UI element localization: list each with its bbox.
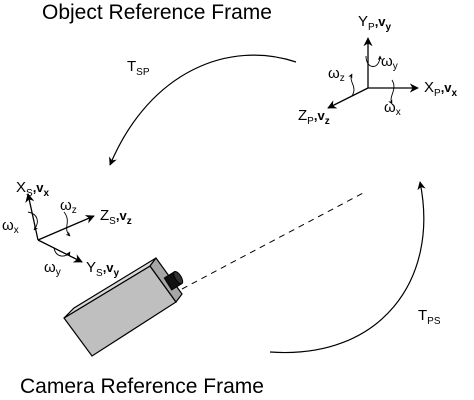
- transform-ps-label: TPS: [418, 307, 441, 327]
- camera-y-label: YS,vy: [86, 259, 120, 279]
- object-omega-x-arc: [388, 79, 395, 105]
- camera-icon: [63, 256, 184, 357]
- camera-omega-z-label: ωz: [60, 197, 77, 216]
- object-frame-axes: [327, 37, 419, 109]
- transform-ps-arrow: [269, 181, 426, 354]
- camera-z-axis: [37, 215, 95, 241]
- object-frame-title: Object Reference Frame: [42, 1, 272, 24]
- object-z-axis: [327, 87, 369, 109]
- camera-frame-axes: [25, 193, 95, 263]
- camera-z-label: ZS,vz: [100, 207, 132, 227]
- camera-omega-x-label: ωx: [2, 217, 19, 236]
- camera-y-axis: [37, 239, 83, 263]
- camera-x-label: XS,vx: [16, 179, 50, 199]
- camera-omega-z-arc: [63, 211, 71, 237]
- object-y-label: YP,vy: [358, 13, 392, 33]
- camera-frame-title: Camera Reference Frame: [20, 375, 264, 398]
- transform-sp-label: TSP: [127, 58, 150, 78]
- object-omega-z-arc: [348, 73, 355, 97]
- object-x-label: XP,vx: [424, 79, 458, 99]
- object-omega-x-label: ωx: [384, 99, 401, 118]
- camera-x-axis: [25, 193, 39, 241]
- object-omega-y-label: ωy: [381, 53, 398, 72]
- camera-omega-y-arc: [53, 247, 71, 257]
- line-of-sight: [181, 191, 366, 290]
- object-omega-z-label: ωz: [328, 65, 345, 84]
- camera-lens: [163, 270, 184, 291]
- camera-omega-y-label: ωy: [44, 259, 61, 278]
- camera-omega-x-arc: [27, 211, 39, 231]
- transform-sp-arrow: [109, 54, 297, 166]
- object-omega-y-arc: [365, 55, 383, 67]
- object-z-label: ZP,vz: [298, 107, 330, 127]
